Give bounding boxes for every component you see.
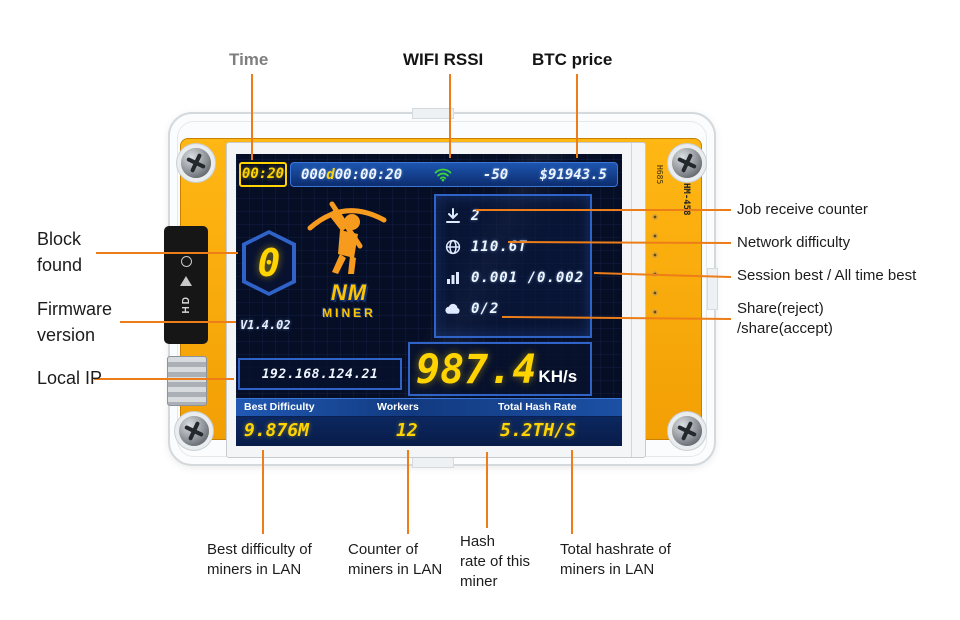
annotation-line: /share(accept)	[737, 320, 833, 337]
via-dot	[652, 214, 658, 220]
annotation-job-receive-counter: Job receive counter	[737, 201, 868, 218]
local-ip-value: 192.168.124.21	[261, 366, 379, 382]
pcb-silkscreen-label-1: H685	[655, 165, 664, 185]
lan-stats-footer: Best Difficulty Workers Total Hash Rate …	[236, 398, 622, 446]
btc-price-value: $91943.5	[539, 166, 607, 183]
uptime-display: 000d00:00:20	[301, 167, 402, 183]
uptime-hms: 00:00:20	[334, 166, 403, 183]
hashrate-value: 987.4	[416, 347, 537, 393]
annotation-total-hashrate-lan: Total hashrate of miners in LAN	[560, 540, 671, 580]
block-found-count: 0	[257, 241, 281, 285]
globe-icon	[445, 239, 461, 255]
annotation-line: miners in LAN	[207, 561, 302, 578]
local-ip-box: 192.168.124.21	[238, 358, 402, 390]
annotation-line: Best difficulty of	[207, 541, 312, 558]
screw-top-right	[672, 148, 702, 178]
uptime-days: 000	[301, 166, 327, 183]
stat-row-session-best: 0.001 /0.002	[436, 262, 590, 293]
wifi-icon	[434, 167, 452, 182]
uptime-day-separator: d	[326, 166, 335, 183]
best-difficulty-label: Best Difficulty	[244, 401, 315, 413]
screw-bottom-left	[179, 416, 209, 446]
metal-component	[167, 356, 207, 406]
annotation-line: Total hashrate of	[560, 541, 671, 558]
via-dot	[652, 233, 658, 239]
workers-label: Workers	[377, 401, 419, 413]
miner-mascot	[296, 194, 396, 289]
annotation-block-found: Block found	[37, 226, 82, 278]
block-found-shield-inner: 0	[246, 234, 292, 292]
cert-marks-label: HD	[180, 295, 192, 314]
job-counter-value: 2	[471, 207, 481, 224]
cert-mark-dot	[180, 256, 192, 268]
annotation-best-difficulty-lan: Best difficulty of miners in LAN	[207, 540, 312, 580]
shares-value: 0/2	[471, 300, 500, 317]
case-notch-right	[707, 268, 718, 310]
best-difficulty-value: 9.876M	[244, 420, 310, 441]
display-connector: HD	[164, 226, 208, 344]
hashrate-box: 987.4 KH/s	[408, 342, 592, 396]
network-difficulty-value: 110.6T	[471, 238, 528, 255]
annotation-wifi-rssi: WIFI RSSI	[403, 50, 484, 69]
brand-nm-text: NM	[330, 280, 368, 305]
annotation-btc-price: BTC price	[532, 50, 613, 69]
annotation-line: rate of this	[460, 553, 531, 570]
status-bar: 000d00:00:20 -50 $91943.5	[290, 162, 618, 187]
case-notch-bottom	[412, 457, 454, 468]
annotation-network-difficulty: Network difficulty	[737, 234, 851, 251]
block-found-shield: 0	[242, 230, 296, 296]
annotation-line: version	[37, 325, 96, 345]
via-dot	[652, 290, 658, 296]
chart-icon	[445, 270, 461, 286]
annotation-firmware-version: Firmware version	[37, 296, 112, 348]
cert-mark-triangle	[180, 276, 192, 287]
annotation-line: Hash	[460, 533, 496, 550]
cloud-icon	[445, 301, 461, 317]
hashrate-unit: KH/s	[538, 367, 578, 386]
annotation-counter-lan: Counter of miners in LAN	[348, 540, 442, 580]
pcb-silkscreen-label-2: HM-458	[681, 183, 691, 216]
screw-top-left	[181, 148, 211, 178]
stat-row-shares: 0/2	[436, 293, 590, 324]
annotation-line: miner	[460, 573, 498, 590]
brand-miner-text: MINER	[322, 306, 376, 320]
annotation-line: Block	[37, 229, 82, 249]
download-icon	[445, 207, 461, 224]
annotation-line: Firmware	[37, 299, 112, 319]
annotation-line: found	[37, 255, 83, 275]
session-best-value: 0.001 /0.002	[471, 269, 585, 286]
brand-logo: NM MINER	[314, 280, 384, 320]
screw-bottom-right	[672, 416, 702, 446]
total-hashrate-value: 5.2TH/S	[500, 420, 576, 441]
total-hashrate-label: Total Hash Rate	[498, 401, 577, 413]
lan-stats-header-row: Best Difficulty Workers Total Hash Rate	[236, 398, 622, 417]
via-dots	[652, 214, 658, 315]
via-dot	[652, 309, 658, 315]
stats-panel: 2 110.6T 0.001 /0.002 0/2	[434, 194, 592, 338]
annotation-time: Time	[229, 50, 269, 69]
time-display: 00:20	[239, 162, 287, 187]
annotation-session-best: Session best / All time best	[737, 267, 917, 284]
via-dot	[652, 271, 658, 277]
lcd-screen: 00:20 000d00:00:20 -50 $91943.5 0	[236, 154, 622, 446]
annotation-line: Share(reject)	[737, 300, 824, 317]
lan-stats-value-row: 9.876M 12 5.2TH/S	[236, 417, 622, 446]
annotation-share: Share(reject) /share(accept)	[737, 299, 833, 339]
rssi-value: -50	[482, 166, 509, 183]
workers-value: 12	[396, 420, 418, 441]
stat-row-jobs: 2	[436, 200, 590, 231]
case-notch-top	[412, 108, 454, 119]
stat-row-network-difficulty: 110.6T	[436, 231, 590, 262]
annotation-line: miners in LAN	[560, 561, 655, 578]
annotation-local-ip: Local IP	[37, 368, 103, 388]
annotation-line: miners in LAN	[348, 561, 443, 578]
annotation-line: Counter of	[348, 541, 419, 558]
via-dot	[652, 252, 658, 258]
firmware-version-text: V1.4.02	[240, 318, 291, 332]
annotation-hashrate-miner: Hash rate of this miner	[460, 532, 530, 592]
